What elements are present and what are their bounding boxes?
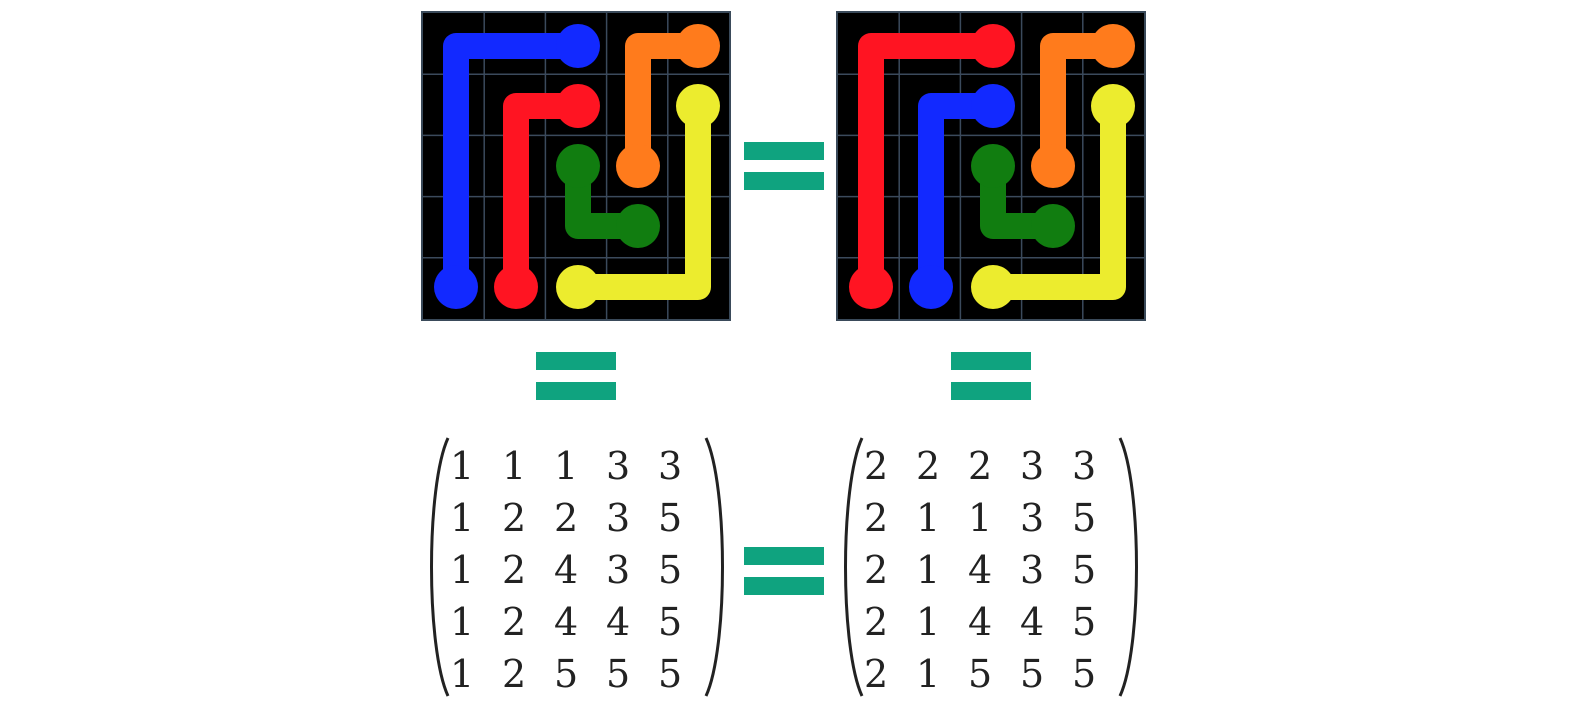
matrix-row: 1 2 5 5 5 (450, 648, 710, 700)
matrix-cell: 3 (606, 492, 658, 544)
flow-endpoint (556, 265, 600, 309)
flow-endpoint (849, 265, 893, 309)
flow-endpoint (1031, 144, 1075, 188)
matrix-cell: 1 (450, 544, 502, 596)
matrix-row: 1 1 1 3 3 (450, 440, 710, 492)
matrix-cell: 4 (1020, 596, 1072, 648)
flow-endpoint (909, 265, 953, 309)
matrix-cell: 1 (916, 492, 968, 544)
matrix-cell: 1 (502, 440, 554, 492)
matrix-cell: 2 (864, 440, 916, 492)
matrix-row: 2 1 1 3 5 (864, 492, 1124, 544)
matrix-cell: 1 (916, 648, 968, 700)
matrix-cell: 1 (450, 596, 502, 648)
matrix-cells: 1 1 1 3 3 1 2 2 3 5 1 2 4 3 5 1 2 4 4 5 (450, 440, 710, 700)
flow-endpoint (676, 84, 720, 128)
matrix-cell: 2 (864, 648, 916, 700)
matrix-cell: 4 (606, 596, 658, 648)
flow-endpoint (616, 144, 660, 188)
flow-endpoint (1091, 24, 1135, 68)
right-paren (1116, 436, 1146, 698)
matrix-cell: 1 (554, 440, 606, 492)
matrix-cell: 1 (968, 492, 1020, 544)
matrix-cell: 4 (554, 596, 606, 648)
equals-bar (951, 382, 1031, 400)
matrix-row: 1 2 4 3 5 (450, 544, 710, 596)
flow-endpoint (556, 24, 600, 68)
flow-endpoint (434, 265, 478, 309)
matrix-cell: 5 (968, 648, 1020, 700)
matrix-cell: 1 (450, 440, 502, 492)
matrix-cell: 4 (968, 596, 1020, 648)
flow-endpoint (971, 24, 1015, 68)
right-paren (702, 436, 732, 698)
matrix-cell: 3 (1020, 492, 1072, 544)
matrix-cell: 2 (502, 544, 554, 596)
matrix-row: 1 2 4 4 5 (450, 596, 710, 648)
matrix-cell: 4 (968, 544, 1020, 596)
matrix-left: 1 1 1 3 3 1 2 2 3 5 1 2 4 3 5 1 2 4 4 5 (422, 436, 732, 698)
flow-endpoint (676, 24, 720, 68)
matrix-cell: 2 (864, 492, 916, 544)
left-paren (836, 436, 866, 698)
matrix-row: 1 2 2 3 5 (450, 492, 710, 544)
matrix-row: 2 1 5 5 5 (864, 648, 1124, 700)
matrix-right: 2 2 2 3 3 2 1 1 3 5 2 1 4 3 5 2 1 4 4 5 (836, 436, 1146, 698)
matrix-cell: 2 (554, 492, 606, 544)
matrix-cell: 2 (502, 492, 554, 544)
flow-endpoint (971, 265, 1015, 309)
left-paren (422, 436, 452, 698)
equals-sign-top (744, 142, 824, 192)
matrix-cell: 1 (916, 596, 968, 648)
equals-bar (744, 577, 824, 595)
matrix-cell: 5 (606, 648, 658, 700)
matrix-cell: 3 (606, 440, 658, 492)
equals-bar (951, 352, 1031, 370)
flow-endpoint (1031, 204, 1075, 248)
matrix-row: 2 2 2 3 3 (864, 440, 1124, 492)
matrix-cell: 1 (450, 648, 502, 700)
matrix-cell: 3 (1020, 440, 1072, 492)
matrix-cell: 2 (864, 544, 916, 596)
puzzle-board-left (421, 11, 731, 321)
matrix-cell: 3 (606, 544, 658, 596)
equals-bar (744, 142, 824, 160)
matrix-cell: 2 (502, 596, 554, 648)
equals-bar (744, 547, 824, 565)
matrix-cell: 2 (968, 440, 1020, 492)
equals-sign-left (536, 352, 616, 402)
matrix-cell: 5 (554, 648, 606, 700)
flow-endpoint (971, 84, 1015, 128)
equals-bar (744, 172, 824, 190)
matrix-cell: 2 (916, 440, 968, 492)
flow-endpoint (556, 144, 600, 188)
flow-endpoint (556, 84, 600, 128)
matrix-cell: 1 (916, 544, 968, 596)
board-right-canvas (838, 13, 1144, 319)
flow-endpoint (616, 204, 660, 248)
board-left-canvas (423, 13, 729, 319)
matrix-cell: 2 (502, 648, 554, 700)
equals-bar (536, 352, 616, 370)
matrix-cell: 5 (1020, 648, 1072, 700)
equals-sign-right (951, 352, 1031, 402)
equals-sign-bottom (744, 547, 824, 597)
matrix-row: 2 1 4 4 5 (864, 596, 1124, 648)
matrix-cell: 3 (1020, 544, 1072, 596)
flow-endpoint (971, 144, 1015, 188)
matrix-row: 2 1 4 3 5 (864, 544, 1124, 596)
matrix-cells: 2 2 2 3 3 2 1 1 3 5 2 1 4 3 5 2 1 4 4 5 (864, 440, 1124, 700)
matrix-cell: 2 (864, 596, 916, 648)
flow-endpoint (494, 265, 538, 309)
puzzle-board-right (836, 11, 1146, 321)
flow-endpoint (1091, 84, 1135, 128)
matrix-cell: 4 (554, 544, 606, 596)
matrix-cell: 1 (450, 492, 502, 544)
equals-bar (536, 382, 616, 400)
